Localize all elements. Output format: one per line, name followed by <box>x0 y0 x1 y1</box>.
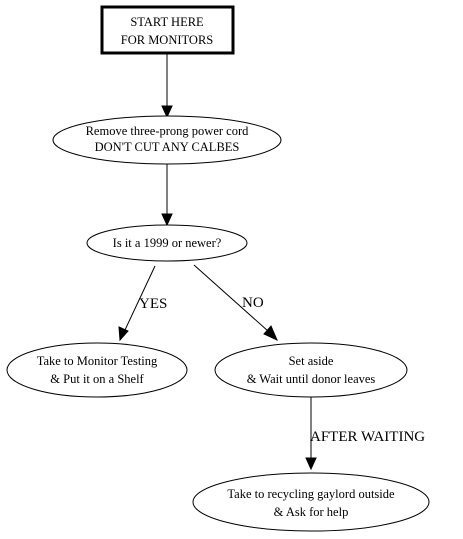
remove-cord-node: Remove three-prong power cord DON'T CUT … <box>52 115 282 165</box>
monitor-testing-line1: Take to Monitor Testing <box>37 354 158 368</box>
arrowhead <box>161 105 173 119</box>
start-node: START HERE FOR MONITORS <box>100 5 235 55</box>
monitor-testing-line2: & Put it on a Shelf <box>50 372 144 386</box>
edge-yes: YES <box>118 265 167 342</box>
start-line2: FOR MONITORS <box>121 33 214 47</box>
arrowhead <box>161 213 173 227</box>
monitor-testing-node: Take to Monitor Testing & Put it on a Sh… <box>6 342 188 398</box>
start-line1: START HERE <box>130 15 204 29</box>
question-ellipse <box>86 224 248 262</box>
remove-cord-line2: DON'T CUT ANY CALBES <box>95 140 240 154</box>
set-aside-node: Set aside & Wait until donor leaves <box>214 342 408 398</box>
no-label: NO <box>242 295 264 311</box>
arrowhead <box>118 326 129 342</box>
recycling-node: Take to recycling gaylord outside & Ask … <box>192 472 430 532</box>
edge-start-to-remove <box>161 53 173 119</box>
recycling-ellipse <box>192 472 430 532</box>
after-waiting-label: AFTER WAITING <box>310 429 425 445</box>
set-aside-ellipse <box>214 342 408 398</box>
recycling-line1: Take to recycling gaylord outside <box>227 487 395 501</box>
edge-no: NO <box>193 264 278 341</box>
remove-cord-line1: Remove three-prong power cord <box>86 124 250 138</box>
monitor-testing-ellipse <box>6 342 188 398</box>
set-aside-line1: Set aside <box>289 354 334 368</box>
arrowhead <box>263 325 278 341</box>
recycling-line2: & Ask for help <box>274 505 349 519</box>
set-aside-line2: & Wait until donor leaves <box>247 372 376 386</box>
edge-after-waiting: AFTER WAITING <box>305 397 425 471</box>
question-node: Is it a 1999 or newer? <box>86 224 248 262</box>
edge-remove-to-question <box>161 164 173 227</box>
question-text: Is it a 1999 or newer? <box>113 236 222 250</box>
arrowhead <box>305 457 317 471</box>
yes-label: YES <box>139 296 167 312</box>
